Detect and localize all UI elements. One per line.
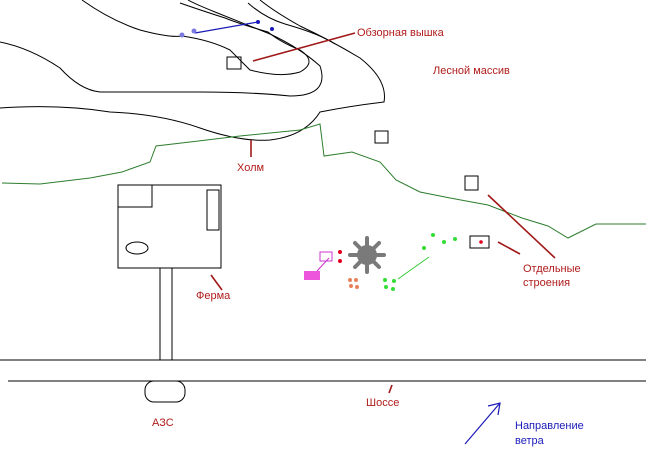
blue-dot: [179, 32, 185, 38]
label-tower: Обзорная вышка: [357, 27, 444, 39]
gas-station: [144, 380, 186, 403]
separate-building: [374, 130, 389, 144]
label-gas-station: АЗС: [152, 417, 174, 429]
tower-group: [179, 20, 274, 70]
highway: [0, 359, 646, 382]
contour-line: [247, 2, 336, 45]
label-buildings-1: Отдельные: [523, 263, 581, 275]
explosion-icon: [348, 236, 386, 274]
blue-dot: [256, 20, 260, 24]
blue-dot: [191, 28, 197, 34]
label-highway: Шоссе: [366, 397, 400, 409]
label-wind-1: Направление: [515, 420, 584, 432]
farm-access-road: [159, 267, 173, 361]
label-hill: Холм: [237, 162, 265, 174]
separate-building: [464, 175, 479, 191]
blue-dot: [270, 27, 274, 31]
buildings: [374, 130, 490, 249]
hill-contours: [0, 0, 385, 141]
red-dot: [338, 259, 342, 263]
magenta-outline: [319, 251, 333, 262]
leader-lines: [210, 32, 556, 394]
contour-line: [0, 0, 385, 141]
red-dot: [479, 240, 483, 244]
tower-building: [226, 56, 242, 70]
label-forest: Лесной массив: [433, 65, 510, 77]
label-wind-2: ветра: [515, 435, 544, 447]
contour-line: [0, 0, 323, 97]
farm-yard: [117, 184, 222, 269]
green-dots: [383, 233, 457, 291]
red-dot: [338, 250, 342, 254]
label-farm: Ферма: [196, 290, 231, 302]
farm-building: [206, 189, 220, 231]
farm: [117, 184, 222, 361]
orange-dots: [348, 278, 359, 289]
label-buildings-2: строения: [523, 277, 571, 289]
farm-building: [117, 184, 153, 208]
forest-edge-line: [1, 123, 646, 239]
separate-building: [469, 235, 490, 249]
wind-arrow-icon: [464, 402, 501, 445]
magenta-object: [304, 271, 320, 280]
farm-pond: [125, 241, 149, 255]
